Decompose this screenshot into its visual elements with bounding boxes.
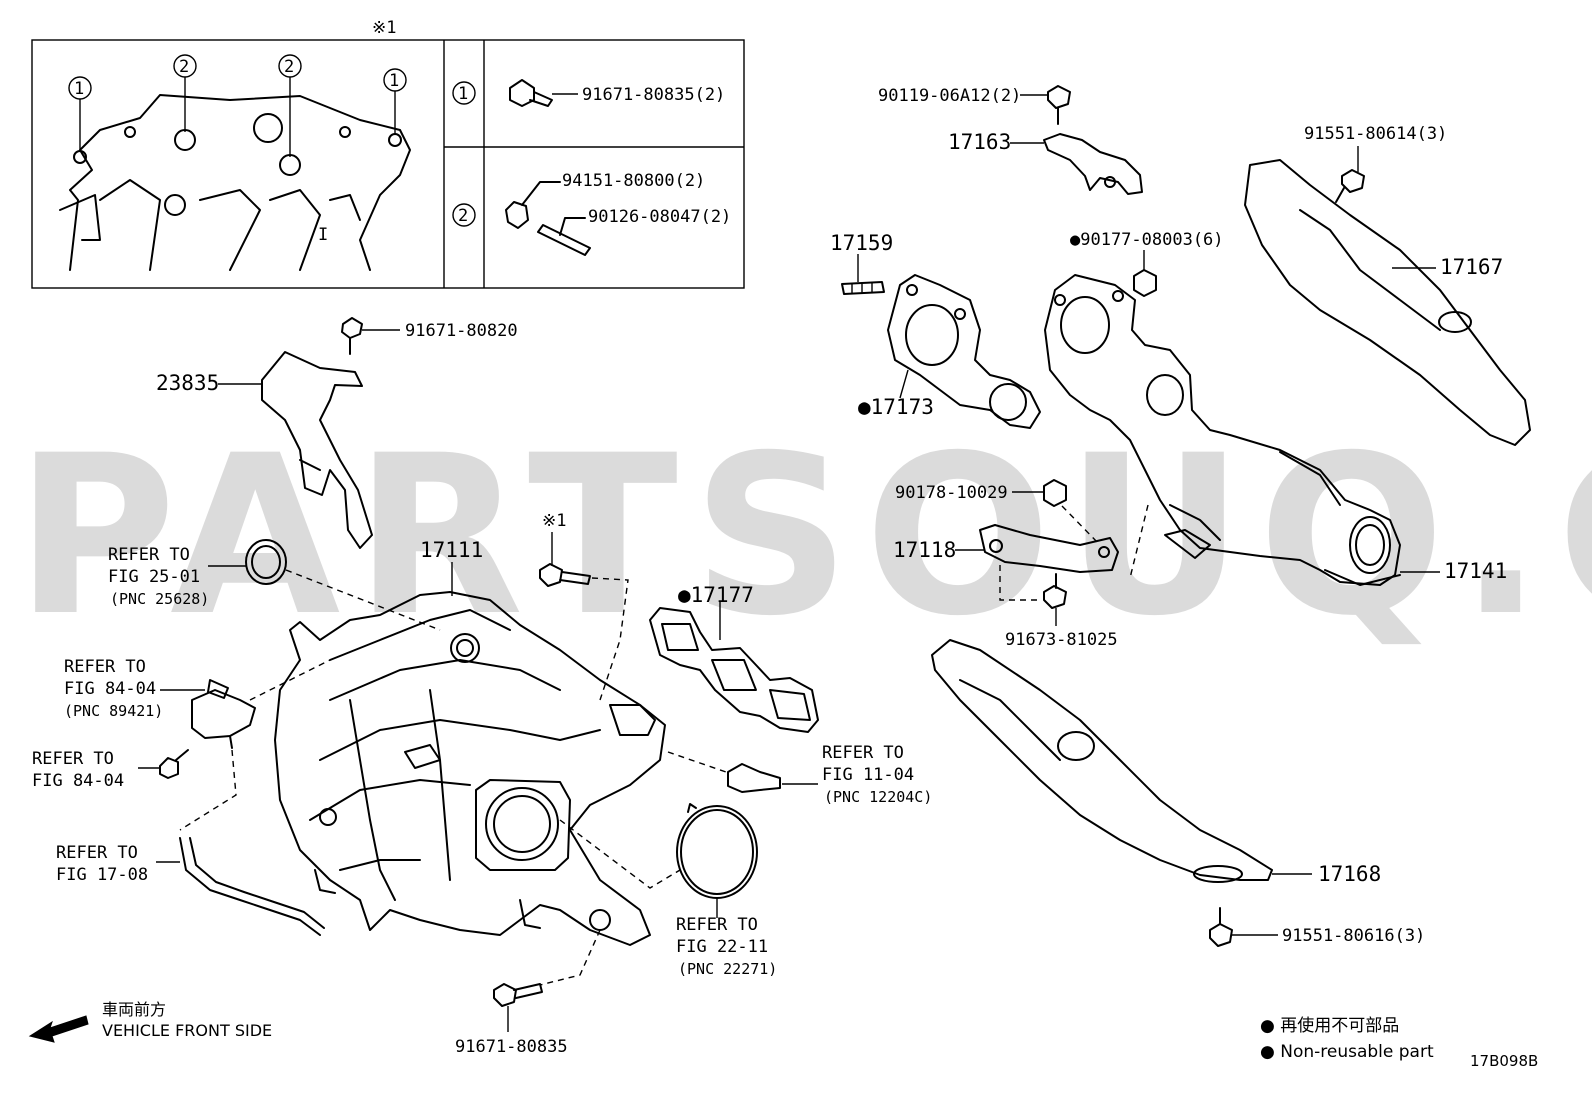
ref-fig-84-04-a-line2: FIG 84-04 xyxy=(64,679,156,699)
gasket-ring-small[interactable] xyxy=(245,539,287,585)
bolt-91551-80614[interactable] xyxy=(1335,169,1365,203)
label-90178-10029: 90178-10029 xyxy=(895,483,1008,503)
watermark: PARTSOUQ.COM xyxy=(15,408,1592,664)
label-17163: 17163 xyxy=(948,130,1011,154)
part-23835-insulator[interactable] xyxy=(261,351,373,549)
part-17168-heat-insulator[interactable] xyxy=(931,639,1273,883)
label-91551-80614: 91551-80614(3) xyxy=(1304,124,1447,144)
note-mark-bolt: ※1 xyxy=(542,511,566,531)
label-17167: 17167 xyxy=(1440,255,1503,279)
part-17111-intake-manifold[interactable] xyxy=(274,591,666,946)
part-17159-stud[interactable] xyxy=(841,281,885,295)
ref-fig-22-11-line1: REFER TO xyxy=(676,915,758,935)
bolt-91671-80835[interactable] xyxy=(493,983,543,1007)
label-23835: 23835 xyxy=(156,371,219,395)
bolt-90119-06A12[interactable] xyxy=(1047,85,1071,125)
bolt-sensor[interactable] xyxy=(159,749,189,779)
ref-fig-17-08-line2: FIG 17-08 xyxy=(56,865,148,885)
svg-text:2: 2 xyxy=(458,206,468,226)
bolt-91671-80820[interactable] xyxy=(341,317,363,355)
ref-fig-22-11-pnc: (PNC 22271) xyxy=(678,960,777,978)
vacuum-sensor[interactable] xyxy=(191,679,256,749)
svg-text:94151-80800(2): 94151-80800(2) xyxy=(562,171,705,191)
label-17173: ●17173 xyxy=(858,395,934,419)
svg-text:90126-08047(2): 90126-08047(2) xyxy=(588,207,731,227)
svg-text:91671-80835(2): 91671-80835(2) xyxy=(582,85,725,105)
label-91671-80820: 91671-80820 xyxy=(405,321,518,341)
ref-fig-84-04-b-line1: REFER TO xyxy=(32,749,114,769)
label-91551-80616: 91551-80616(3) xyxy=(1282,926,1425,946)
label-17159: 17159 xyxy=(830,231,893,255)
legend-non-reusable-en: ● Non-reusable part xyxy=(1260,1042,1434,1062)
ref-fig-84-04-a-pnc: (PNC 89421) xyxy=(64,702,163,720)
label-17111: 17111 xyxy=(420,538,483,562)
part-17118-bracket[interactable] xyxy=(979,524,1119,573)
inset-roman-mark: I xyxy=(318,225,328,245)
part-17167-heat-insulator[interactable] xyxy=(1244,159,1531,446)
label-17177: ●17177 xyxy=(678,583,754,607)
label-91673-81025: 91673-81025 xyxy=(1005,630,1118,650)
svg-text:1: 1 xyxy=(389,71,399,91)
part-17141-exhaust-manifold-converter[interactable] xyxy=(1044,274,1401,586)
throttle-gasket-ring[interactable] xyxy=(676,803,758,899)
pcv-valve[interactable] xyxy=(727,763,781,793)
svg-text:1: 1 xyxy=(74,79,84,99)
ref-fig-84-04-b-line2: FIG 84-04 xyxy=(32,771,124,791)
bolt-note-1[interactable] xyxy=(539,563,591,587)
vehicle-front-jp: 車両前方 xyxy=(102,1000,166,1019)
vehicle-front-arrow-icon xyxy=(28,1015,89,1043)
inset-callout-2-left: 2 xyxy=(173,54,197,132)
ref-fig-11-04-pnc: (PNC 12204C) xyxy=(824,788,932,806)
diagram-code: 17B098B xyxy=(1470,1052,1538,1070)
inset-legend-row-1: 1 91671-80835(2) xyxy=(452,79,725,107)
nut-90178-10029[interactable] xyxy=(1043,479,1067,507)
ref-fig-11-04-line1: REFER TO xyxy=(822,743,904,763)
label-17141: 17141 xyxy=(1444,559,1507,583)
nut-90177-08003[interactable] xyxy=(1133,269,1157,297)
label-91671-80835: 91671-80835 xyxy=(455,1037,568,1057)
ref-fig-25-01-line2: FIG 25-01 xyxy=(108,567,200,587)
svg-text:2: 2 xyxy=(179,57,189,77)
bolt-91551-80616[interactable] xyxy=(1209,907,1233,947)
inset-note-mark: ※1 xyxy=(372,18,396,38)
part-17177-gasket[interactable] xyxy=(649,607,819,733)
part-17163-bracket[interactable] xyxy=(1043,133,1143,195)
svg-text:1: 1 xyxy=(458,84,468,104)
inset-manifold-drawing xyxy=(59,94,411,271)
ref-fig-84-04-a-line1: REFER TO xyxy=(64,657,146,677)
label-90177-08003: ●90177-08003(6) xyxy=(1070,230,1224,250)
ref-fig-17-08-line1: REFER TO xyxy=(56,843,138,863)
svg-text:2: 2 xyxy=(284,57,294,77)
vehicle-front-en: VEHICLE FRONT SIDE xyxy=(102,1021,272,1040)
vacuum-hose[interactable] xyxy=(179,837,325,936)
inset-legend-row-2: 2 94151-80800(2) 90126-08047(2) xyxy=(452,171,731,256)
ref-fig-25-01-line1: REFER TO xyxy=(108,545,190,565)
label-17118: 17118 xyxy=(893,538,956,562)
ref-fig-11-04-line2: FIG 11-04 xyxy=(822,765,914,785)
ref-fig-22-11-line2: FIG 22-11 xyxy=(676,937,768,957)
bolt-91673-81025[interactable] xyxy=(1043,573,1067,609)
inset-callout-1-right: 1 xyxy=(383,68,407,134)
label-17168: 17168 xyxy=(1318,862,1381,886)
label-90119-06A12: 90119-06A12(2) xyxy=(878,86,1021,106)
inset-callout-2-right: 2 xyxy=(278,54,302,157)
ref-fig-25-01-pnc: (PNC 25628) xyxy=(110,590,209,608)
inset-detail-box: ※1 I 1 2 xyxy=(31,18,745,289)
part-17173-exhaust-gasket[interactable] xyxy=(887,274,1041,429)
legend-non-reusable-jp: ● 再使用不可部品 xyxy=(1260,1015,1399,1036)
inset-callout-1-left: 1 xyxy=(68,76,92,150)
